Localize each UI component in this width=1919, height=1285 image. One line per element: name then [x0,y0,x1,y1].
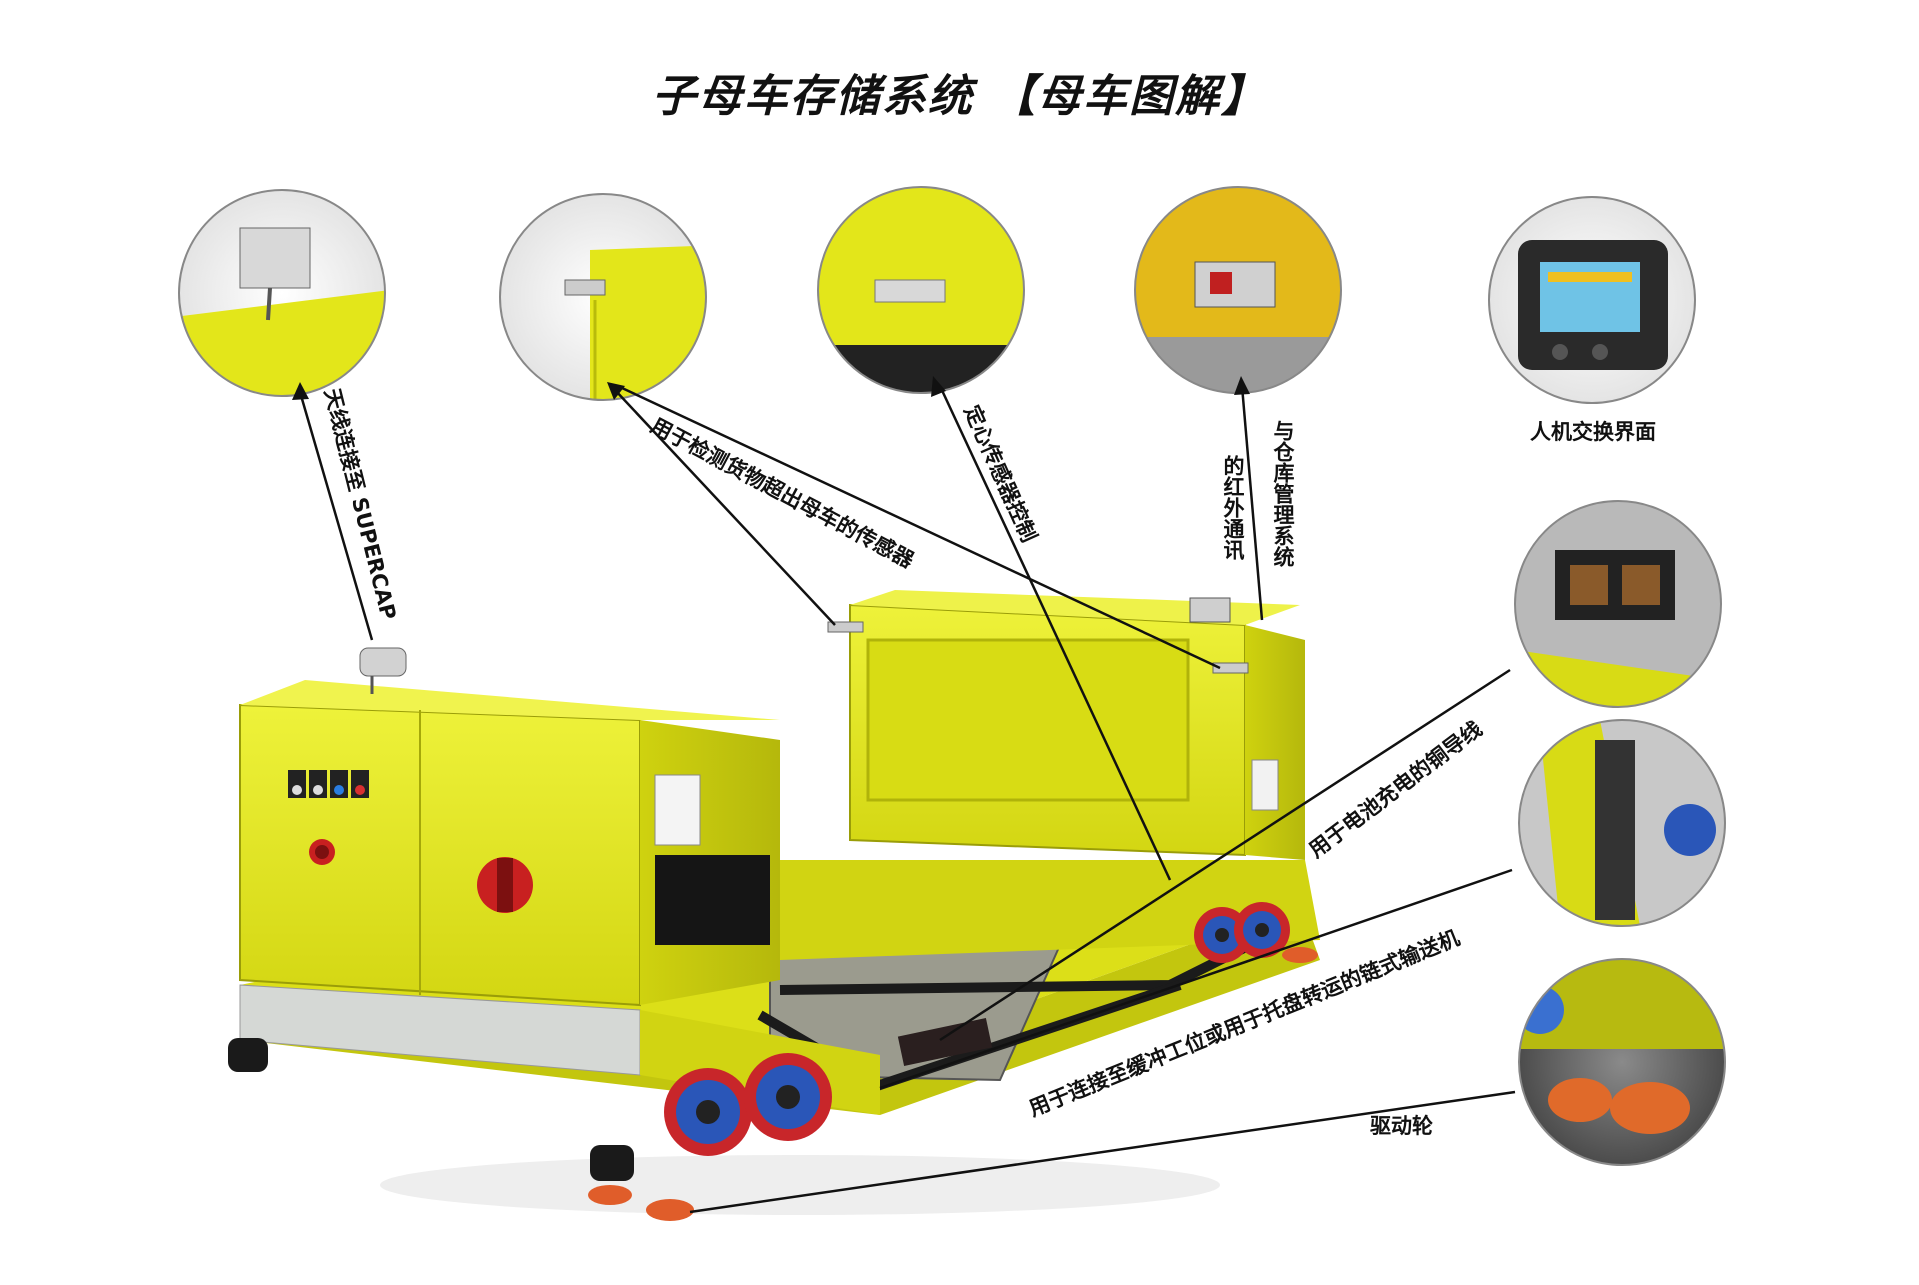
rear-unit-base [780,860,1320,960]
control-module [655,855,770,945]
leader-lines [298,385,1516,1214]
overhang-sensor-right [1212,662,1249,674]
bumper-left [228,1038,268,1072]
detail-circle-chain [1518,719,1726,927]
leader-chain [879,868,1513,1090]
leader-drive-wheel [689,1090,1516,1214]
leader-overhang-left [614,389,836,626]
main-switch-icon [477,857,533,913]
detail-circle-copper [1514,500,1722,708]
page-title: 子母车存储系统 【母车图解】 [651,71,1268,122]
antenna-icon [359,647,407,694]
cabinet-vent [654,774,701,846]
overhang-sensor-left [827,621,864,633]
rear-wheels [1194,902,1318,963]
label-drive-wheel: 驱动轮 [1370,1114,1433,1138]
label-infrared-line1: 与仓库管理系统 [1271,420,1295,567]
detail-circle-infrared [1134,186,1342,394]
button-panel [288,770,369,798]
leader-infrared [1240,385,1264,621]
emergency-stop-icon [309,839,335,865]
floor-shadow [380,1155,1220,1215]
leader-antenna [298,391,374,641]
rear-unit-side [1245,625,1305,860]
arrowheads [292,376,1250,400]
front-wheels [588,1053,832,1221]
detail-circle-drive-wheel [1518,958,1726,1166]
control-cabinet-front [239,703,641,1007]
bumper-right [590,1145,634,1181]
label-infrared-line2: 的红外通讯 [1221,455,1245,560]
rear-unit-panel [866,638,1190,802]
infrared-unit [1189,597,1231,623]
control-cabinet-top [240,680,780,720]
leader-overhang-right [621,386,1221,670]
leader-centering [938,385,1172,881]
copper-wire-pad [897,1017,993,1067]
detail-circle-antenna [178,189,386,397]
leader-copper [939,668,1511,1042]
detail-circle-centering-sensor [817,186,1025,394]
rear-vent [1251,759,1279,811]
hmi-panel-icon [1488,196,1696,404]
detail-circle-overhang-sensor [499,193,707,401]
rear-unit-top [850,590,1300,625]
label-hmi: 人机交换界面 [1530,420,1656,444]
